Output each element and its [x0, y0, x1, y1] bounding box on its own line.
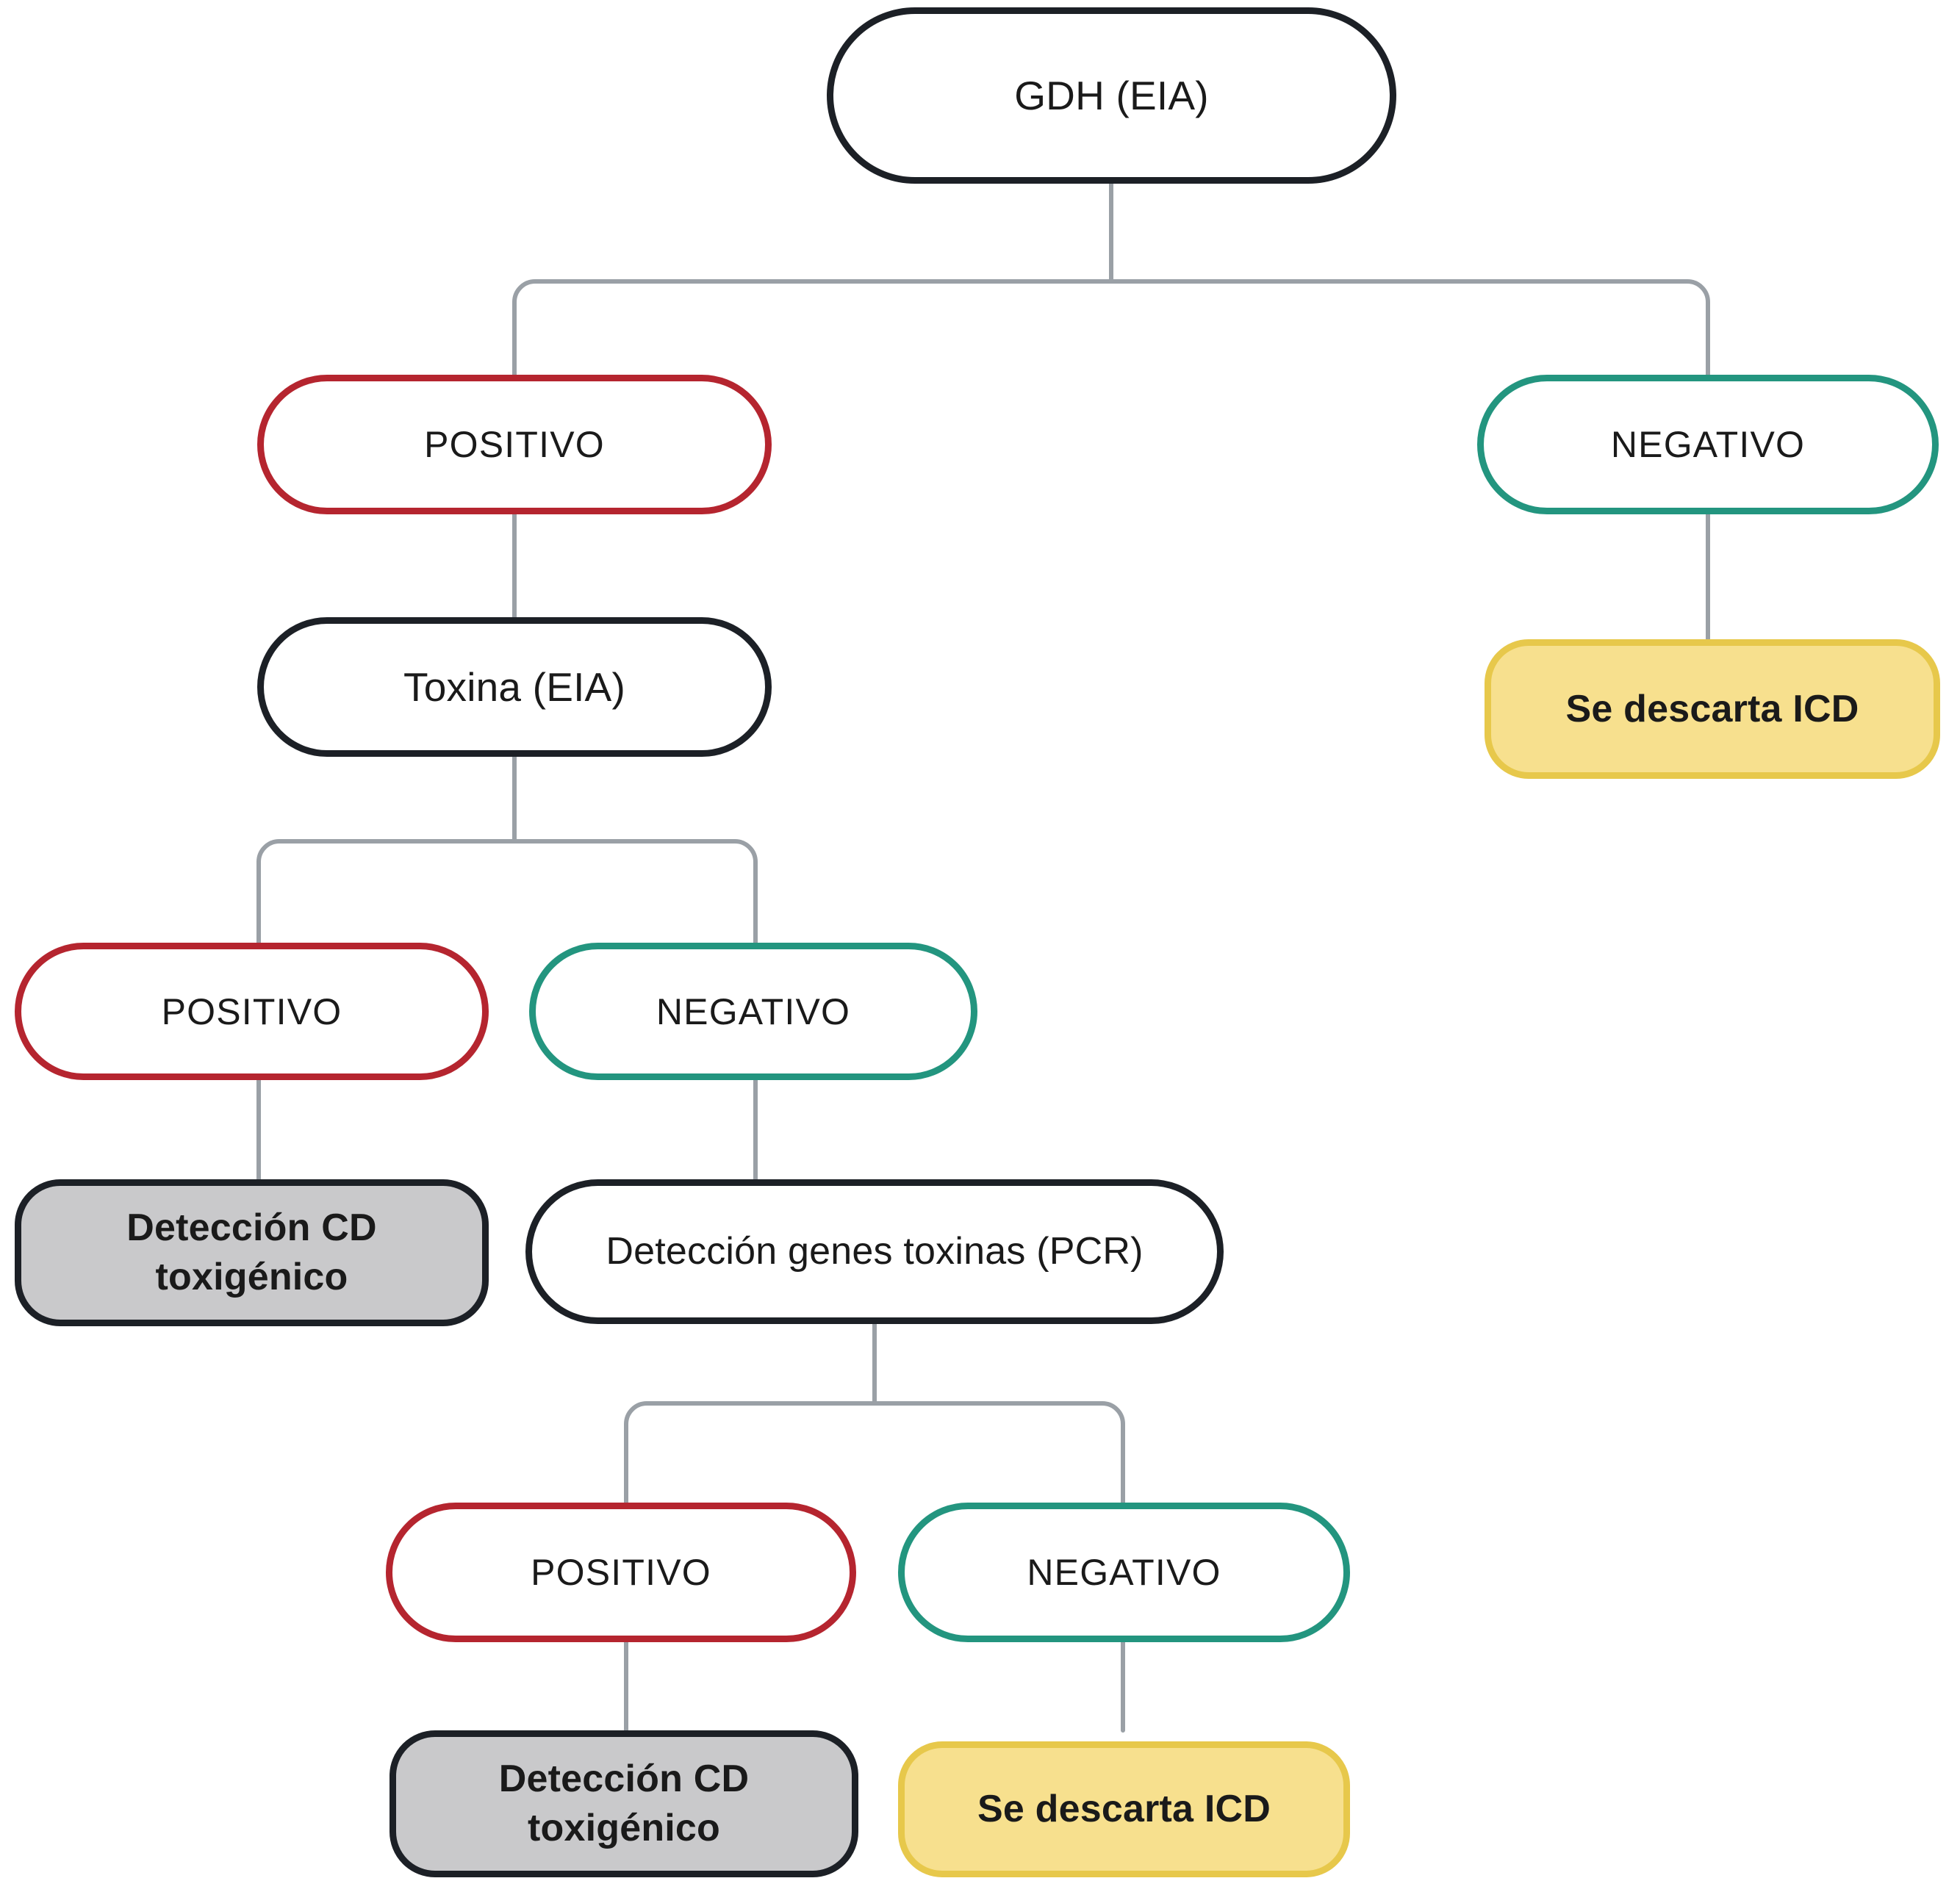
node-pcr-negativo-result[interactable]: Se descarta ICD [898, 1741, 1350, 1877]
node-toxina-label: Toxina (EIA) [403, 663, 625, 710]
node-gdh[interactable]: GDH (EIA) [827, 7, 1396, 184]
node-toxina-positivo[interactable]: POSITIVO [15, 943, 489, 1080]
node-pcr-positivo-result[interactable]: Detección CD toxigénico [390, 1730, 858, 1877]
node-gdh-negativo-result-label: Se descarta ICD [1565, 687, 1859, 730]
node-gdh-negativo-result[interactable]: Se descarta ICD [1485, 639, 1940, 779]
node-pcr-label: Detección genes toxinas (PCR) [606, 1230, 1144, 1273]
node-gdh-negativo-label: NEGATIVO [1610, 424, 1806, 465]
node-toxina-positivo-label: POSITIVO [161, 990, 342, 1032]
edge-pcr-to-positivo [624, 1401, 877, 1505]
node-toxina-negativo-label: NEGATIVO [656, 990, 851, 1032]
edge-gdh-to-positivo [512, 279, 1113, 377]
node-pcr-positivo-result-label: Detección CD toxigénico [498, 1758, 750, 1849]
node-pcr-negativo[interactable]: NEGATIVO [898, 1503, 1350, 1642]
node-toxina-negativo[interactable]: NEGATIVO [529, 943, 977, 1080]
node-gdh-positivo-label: POSITIVO [424, 424, 605, 465]
node-toxina-positivo-result[interactable]: Detección CD toxigénico [15, 1179, 489, 1326]
node-pcr-negativo-result-label: Se descarta ICD [977, 1788, 1271, 1831]
edge-pcr-to-negativo [872, 1401, 1125, 1505]
edge-toxina-to-positivo [256, 839, 517, 945]
node-pcr-negativo-label: NEGATIVO [1027, 1552, 1221, 1593]
node-pcr-positivo[interactable]: POSITIVO [386, 1503, 856, 1642]
node-gdh-label: GDH (EIA) [1014, 72, 1209, 118]
edge-toxina-to-negativo [512, 839, 758, 945]
node-toxina[interactable]: Toxina (EIA) [257, 617, 772, 757]
node-pcr[interactable]: Detección genes toxinas (PCR) [525, 1179, 1224, 1324]
node-pcr-positivo-label: POSITIVO [531, 1552, 711, 1593]
edge-gdh-to-negativo [1109, 279, 1710, 377]
node-toxina-positivo-result-label: Detección CD toxigénico [126, 1206, 377, 1298]
node-gdh-positivo[interactable]: POSITIVO [257, 375, 772, 514]
node-gdh-negativo[interactable]: NEGATIVO [1477, 375, 1939, 514]
